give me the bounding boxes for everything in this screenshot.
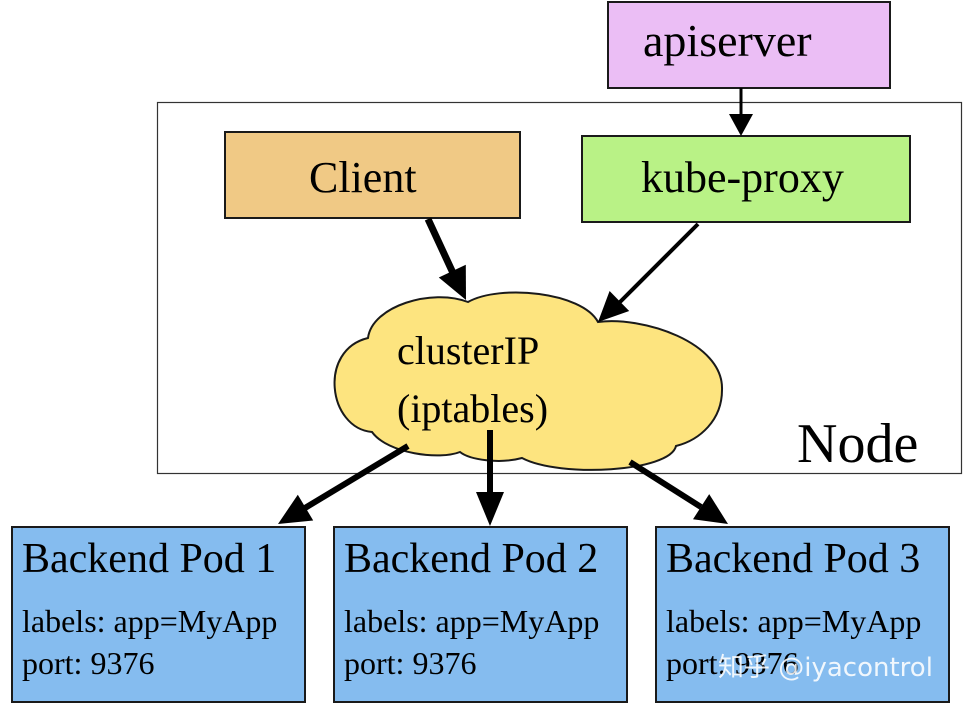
- kube-proxy-label: kube-proxy: [641, 153, 844, 202]
- pod-box: [655, 526, 950, 703]
- arrow-cluster-ip-to-pod-2: [476, 430, 504, 526]
- iptables-label: (iptables): [397, 386, 548, 431]
- arrow-line: [618, 222, 700, 304]
- client-node: Client: [224, 131, 521, 219]
- client-label: Client: [309, 153, 417, 202]
- pod-labels: labels: app=MyApp: [22, 603, 277, 639]
- pod-labels: labels: app=MyApp: [666, 603, 921, 639]
- arrow-cluster-ip-to-pod-3: [628, 459, 728, 524]
- pod-title: Backend Pod 2: [344, 536, 598, 582]
- arrow-line: [424, 217, 457, 275]
- pod-port: port: 9376: [22, 645, 154, 681]
- arrowhead: [598, 291, 630, 322]
- pod-title: Backend Pod 3: [666, 536, 920, 582]
- backend-pod-3: Backend Pod 3 labels: app=MyApp port: 93…: [655, 526, 950, 703]
- arrowhead: [278, 494, 314, 524]
- watermark: 知乎 @iyacontrol: [718, 653, 933, 683]
- arrowhead: [693, 494, 728, 524]
- arrow-line: [303, 443, 410, 511]
- apiserver-label: apiserver: [643, 15, 812, 66]
- pod-port: port: 9376: [344, 645, 476, 681]
- kube-proxy-box: [581, 135, 911, 223]
- arrow-cluster-ip-to-pod-1: [278, 443, 410, 524]
- pod-port: port: 9376: [666, 645, 798, 681]
- apiserver-node: apiserver: [607, 1, 891, 89]
- arrowhead: [476, 492, 504, 526]
- pod-box: [333, 526, 628, 703]
- cluster-ip-label: clusterIP: [397, 328, 539, 373]
- arrow-line: [628, 459, 703, 510]
- cluster-ip-cloud: clusterIP (iptables): [333, 291, 724, 471]
- backend-pod-1: Backend Pod 1 labels: app=MyApp port: 93…: [11, 526, 306, 703]
- kube-proxy-node: kube-proxy: [581, 135, 911, 223]
- backend-pod-2: Backend Pod 2 labels: app=MyApp port: 93…: [333, 526, 628, 703]
- pod-box: [11, 526, 306, 703]
- apiserver-box: [607, 1, 891, 89]
- pod-title: Backend Pod 1: [22, 536, 276, 582]
- pod-labels: labels: app=MyApp: [344, 603, 599, 639]
- arrow-client-to-cluster-ip: [424, 217, 466, 300]
- arrow-kube-proxy-to-cluster-ip: [598, 222, 700, 322]
- arrowhead: [729, 114, 753, 136]
- client-box: [224, 131, 521, 219]
- node-label: Node: [797, 413, 918, 475]
- arrowhead: [438, 264, 466, 300]
- arrow-apiserver-to-kube-proxy: [729, 88, 753, 136]
